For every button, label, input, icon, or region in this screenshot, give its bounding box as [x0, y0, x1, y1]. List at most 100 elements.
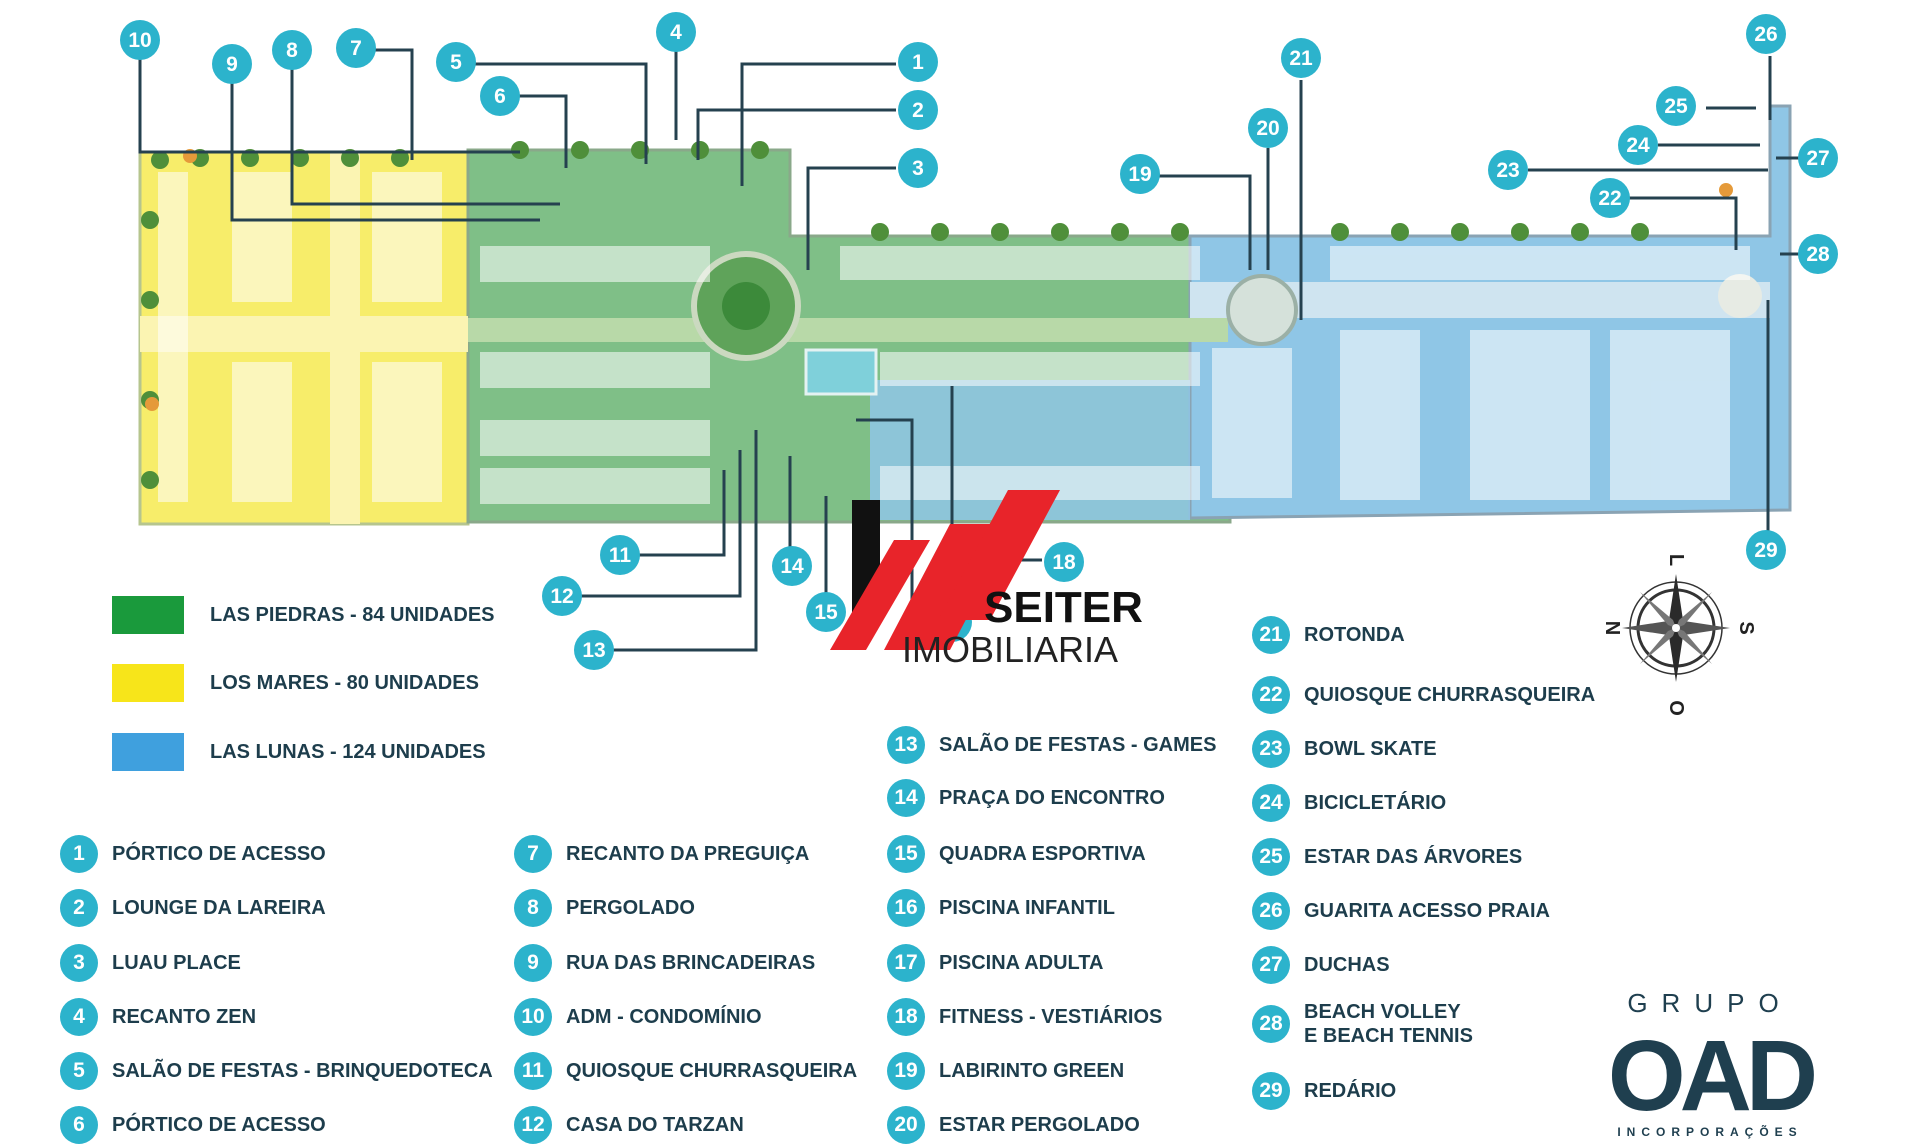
callout-9: 9	[212, 44, 252, 84]
callout-28: 28	[1798, 234, 1838, 274]
callout-3: 3	[898, 148, 938, 188]
callout-24: 24	[1618, 125, 1658, 165]
legend-swatch-yellow	[112, 664, 184, 702]
amenity-number-badge: 22	[1252, 676, 1290, 714]
callout-4: 4	[656, 12, 696, 52]
amenity-label: ROTONDA	[1304, 624, 1405, 646]
amenity-label: BOWL SKATE	[1304, 738, 1437, 760]
amenity-label: PRAÇA DO ENCONTRO	[939, 787, 1165, 809]
callout-26: 26	[1746, 14, 1786, 54]
grupo-oad-logo: GRUPO OAD INCORPORAÇÕES	[1608, 988, 1821, 1139]
svg-text:19: 19	[1128, 163, 1151, 186]
amenity-label: RECANTO DA PREGUIÇA	[566, 843, 810, 865]
amenity-label: REDÁRIO	[1304, 1080, 1397, 1102]
legend-label: LOS MARES - 80 UNIDADES	[210, 671, 479, 694]
svg-text:6: 6	[494, 85, 506, 108]
callout-20: 20	[1248, 108, 1288, 148]
callout-11: 11	[600, 535, 640, 575]
amenity-label: LUAU PLACE	[112, 952, 241, 974]
amenity-label: QUADRA ESPORTIVA	[939, 843, 1146, 865]
amenity-label: ESTAR DAS ÁRVORES	[1304, 846, 1523, 868]
amenity-item-22: 22 QUIOSQUE CHURRASQUEIRA	[1252, 676, 1595, 714]
amenity-label: QUIOSQUE CHURRASQUEIRA	[1304, 684, 1596, 706]
amenity-label: PISCINA ADULTA	[939, 952, 1104, 974]
amenity-number-badge: 3	[60, 944, 98, 982]
callout-2: 2	[898, 90, 938, 130]
compass-rose: L N S O	[1601, 554, 1757, 716]
svg-text:25: 25	[1664, 95, 1688, 118]
amenity-label: PISCINA INFANTIL	[939, 897, 1115, 919]
compass-label-s: S	[1735, 621, 1757, 634]
legend-zone-las-lunas: LAS LUNAS - 124 UNIDADES	[112, 733, 486, 771]
callout-27: 27	[1798, 138, 1838, 178]
amenity-label: ADM - CONDOMÍNIO	[566, 1006, 762, 1028]
callout-13: 13	[574, 630, 614, 670]
amenity-label: BEACH VOLLEY E BEACH TENNIS	[1304, 1001, 1473, 1047]
callout-1: 1	[898, 42, 938, 82]
callout-19: 19	[1120, 154, 1160, 194]
amenity-number-badge: 7	[514, 835, 552, 873]
svg-text:5: 5	[450, 51, 462, 74]
amenity-item-24: 24 BICICLETÁRIO	[1252, 784, 1446, 822]
legend-label: LAS LUNAS - 124 UNIDADES	[210, 740, 486, 763]
svg-text:18: 18	[1052, 551, 1076, 574]
amenity-number-badge: 24	[1252, 784, 1290, 822]
amenity-item-17: 17 PISCINA ADULTA	[887, 944, 1103, 982]
callout-10: 10	[120, 20, 160, 60]
amenity-number-badge: 15	[887, 835, 925, 873]
logo-mark: OAD	[1608, 1020, 1815, 1132]
amenity-number-badge: 25	[1252, 838, 1290, 876]
amenity-number-badge: 8	[514, 889, 552, 927]
amenity-label: BICICLETÁRIO	[1304, 792, 1447, 814]
compass-label-l: L	[1665, 554, 1687, 566]
callout-21: 21	[1281, 38, 1321, 78]
svg-text:3: 3	[912, 157, 924, 180]
amenity-number-badge: 1	[60, 835, 98, 873]
watermark-line1: SEITER	[984, 583, 1143, 632]
amenity-label: CASA DO TARZAN	[566, 1114, 744, 1136]
amenity-number-badge: 27	[1252, 946, 1290, 984]
amenity-number-badge: 17	[887, 944, 925, 982]
amenity-number-badge: 14	[887, 779, 925, 817]
callout-18: 18	[1044, 542, 1084, 582]
legend-zone-las-piedras: LAS PIEDRAS - 84 UNIDADES	[112, 596, 495, 634]
amenity-item-12: 12 CASA DO TARZAN	[514, 1106, 744, 1144]
amenity-number-badge: 19	[887, 1052, 925, 1090]
svg-text:12: 12	[550, 585, 573, 608]
legend-label: LAS PIEDRAS - 84 UNIDADES	[210, 603, 495, 626]
svg-text:28: 28	[1806, 243, 1830, 266]
legend-swatch-green	[112, 596, 184, 634]
callout-15: 15	[806, 592, 846, 632]
amenity-label: SALÃO DE FESTAS - BRINQUEDOTECA	[112, 1060, 493, 1082]
amenity-number-badge: 10	[514, 998, 552, 1036]
legend-zone-los-mares: LOS MARES - 80 UNIDADES	[112, 664, 479, 702]
svg-text:11: 11	[609, 544, 632, 567]
amenity-label: RECANTO ZEN	[112, 1006, 257, 1028]
callout-7: 7	[336, 28, 376, 68]
compass-label-o: O	[1665, 700, 1687, 716]
svg-text:10: 10	[128, 29, 151, 52]
amenity-item-10: 10 ADM - CONDOMÍNIO	[514, 998, 762, 1036]
amenity-label: GUARITA ACESSO PRAIA	[1304, 900, 1550, 922]
amenity-number-badge: 2	[60, 889, 98, 927]
compass-label-n: N	[1601, 621, 1623, 635]
svg-text:20: 20	[1256, 117, 1279, 140]
map-callouts: 10 9 8 7 5 6 4 1 2 3 11 12 13 14 15 17 1…	[120, 12, 1838, 670]
svg-text:9: 9	[226, 53, 238, 76]
svg-text:24: 24	[1626, 134, 1650, 157]
amenity-number-badge: 6	[60, 1106, 98, 1144]
amenity-number-badge: 4	[60, 998, 98, 1036]
amenity-item-14: 14 PRAÇA DO ENCONTRO	[887, 779, 1165, 817]
amenity-number-badge: 21	[1252, 616, 1290, 654]
amenity-number-badge: 12	[514, 1106, 552, 1144]
amenity-number-badge: 13	[887, 726, 925, 764]
